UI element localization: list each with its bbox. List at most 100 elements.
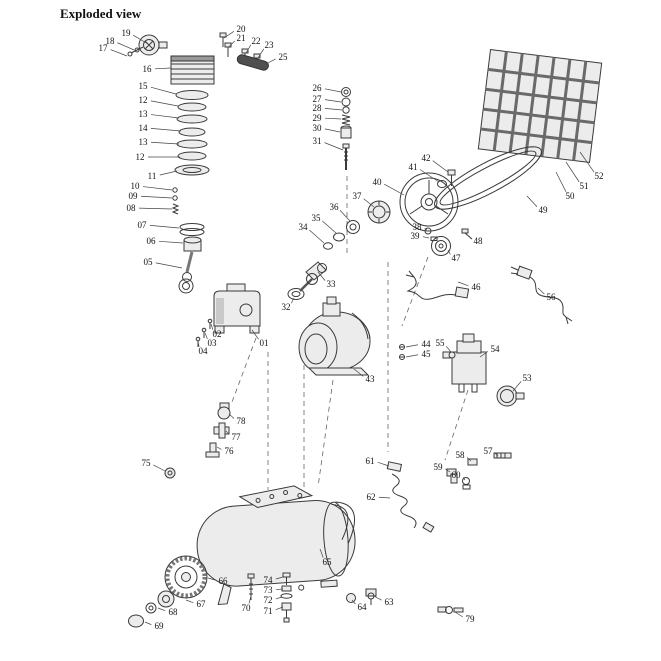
- leader-line-77: [225, 430, 230, 435]
- part-label-48: 48: [474, 236, 484, 246]
- hub-cap: [157, 590, 175, 608]
- leader-line-18: [117, 42, 135, 51]
- crankcase: [195, 283, 261, 347]
- leader-line-52: [579, 151, 595, 173]
- page-title: Exploded view: [60, 6, 142, 21]
- part-label-55: 55: [436, 338, 446, 348]
- part-label-23: 23: [265, 40, 275, 50]
- leader-line-70: [248, 595, 252, 604]
- handle-grip: [236, 54, 269, 71]
- part-label-12: 12: [139, 95, 148, 105]
- part-label-65: 65: [323, 557, 333, 567]
- part-label-68: 68: [169, 607, 179, 617]
- hose: [391, 473, 435, 533]
- leader-line-26: [324, 88, 342, 93]
- part-label-50: 50: [566, 191, 576, 201]
- tank-leg: [217, 583, 232, 606]
- part-label-51: 51: [580, 181, 589, 191]
- leader-line-74: [275, 576, 284, 580]
- leader-line-30: [324, 128, 341, 133]
- part-label-34: 34: [299, 222, 309, 232]
- leader-line-59: [445, 468, 451, 473]
- leader-line-49: [526, 195, 538, 207]
- shaft-seal: [287, 288, 305, 300]
- leader-line-10: [142, 186, 173, 191]
- part-label-47: 47: [452, 253, 462, 263]
- leader-line-35: [322, 220, 337, 234]
- retainer: [346, 220, 360, 234]
- part-label-79: 79: [466, 614, 476, 624]
- leader-line-48: [465, 233, 472, 239]
- leader-line-11: [159, 170, 178, 176]
- part-label-03: 03: [208, 338, 218, 348]
- leader-line-29: [324, 117, 342, 120]
- pressure-switch: [442, 333, 487, 393]
- leader-line-34: [309, 229, 325, 244]
- motor: [298, 296, 405, 376]
- part-label-33: 33: [327, 279, 337, 289]
- part-label-64: 64: [358, 602, 368, 612]
- construction-lines: [231, 176, 469, 490]
- crankshaft-parts: [287, 200, 438, 300]
- leader-line-50: [555, 171, 567, 192]
- piston-assembly: [178, 223, 205, 294]
- wheel: [164, 555, 208, 599]
- fitting: [437, 606, 447, 613]
- part-label-11: 11: [148, 171, 157, 181]
- part-label-13: 13: [139, 109, 149, 119]
- leader-line-21: [228, 40, 235, 48]
- part-label-15: 15: [139, 81, 149, 91]
- part-label-16: 16: [143, 64, 153, 74]
- leader-line-33: [317, 271, 326, 281]
- connecting-rod: [185, 251, 194, 273]
- leader-line-73: [275, 588, 284, 591]
- part-label-62: 62: [367, 492, 376, 502]
- piston-ring: [179, 228, 205, 236]
- leader-line-62: [378, 496, 391, 499]
- leader-line-05: [155, 262, 183, 269]
- washer: [333, 232, 345, 242]
- washer: [145, 602, 157, 614]
- valve-springs: [171, 187, 180, 215]
- leader-line-02: [210, 323, 214, 330]
- leader-line-72: [275, 596, 283, 600]
- part-label-06: 06: [147, 236, 157, 246]
- power-plug: [516, 265, 533, 280]
- part-label-13: 13: [139, 137, 149, 147]
- flywheel-washer: [437, 180, 447, 188]
- part-label-69: 69: [155, 621, 165, 631]
- part-label-67: 67: [197, 599, 207, 609]
- cable-plug: [454, 286, 470, 299]
- spacer: [323, 242, 333, 250]
- part-label-41: 41: [409, 162, 418, 172]
- air-filter: [127, 34, 168, 57]
- connector: [467, 458, 478, 466]
- leader-line-58: [466, 457, 472, 462]
- part-label-17: 17: [99, 43, 109, 53]
- part-label-75: 75: [142, 458, 152, 468]
- crank-web: [305, 261, 327, 281]
- part-label-35: 35: [312, 213, 322, 223]
- leader-line-61: [377, 461, 390, 467]
- leader-line-69: [144, 621, 152, 625]
- part-label-39: 39: [411, 231, 421, 241]
- valve-plate: [174, 164, 210, 176]
- leader-line-20: [223, 31, 235, 39]
- part-label-49: 49: [539, 205, 549, 215]
- leader-line-04: [197, 341, 200, 347]
- leader-line-01: [251, 329, 259, 340]
- part-label-20: 20: [237, 24, 247, 34]
- long-nipple: [493, 452, 512, 459]
- power-cord: [510, 265, 573, 325]
- drain-boss: [298, 584, 305, 591]
- leader-line-63: [373, 595, 382, 601]
- leader-line-23: [257, 48, 265, 59]
- part-label-18: 18: [106, 36, 116, 46]
- part-label-02: 02: [213, 329, 222, 339]
- leader-line-39: [422, 236, 430, 239]
- leader-line-06: [158, 240, 184, 244]
- leader-line-54: [479, 351, 489, 358]
